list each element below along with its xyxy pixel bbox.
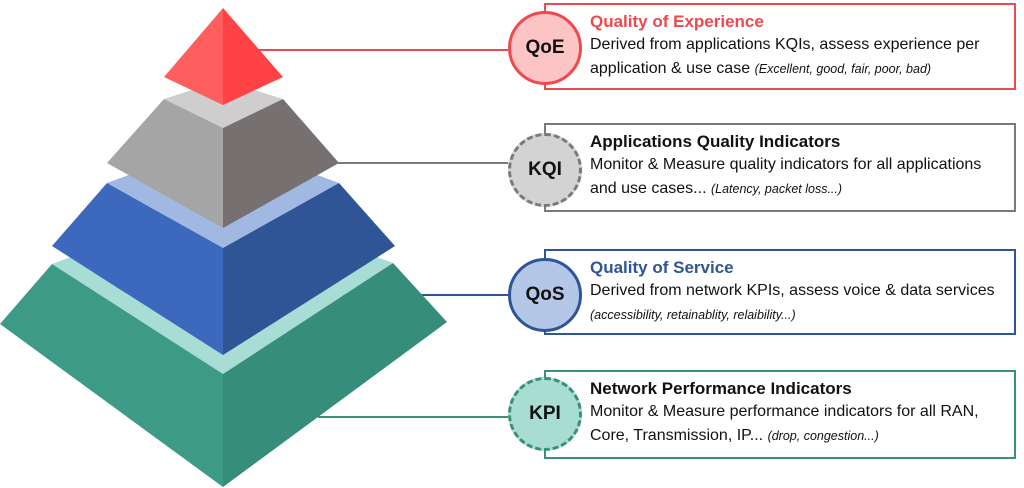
layer-title: Quality of Service <box>590 258 734 277</box>
tier-kqi-right <box>223 99 339 228</box>
tier-kpi-left <box>0 264 223 487</box>
layer-examples: (accessibility, retainablity, relaibilit… <box>590 308 796 322</box>
tier-kpi-right <box>223 263 447 487</box>
layer-examples: (drop, congestion...) <box>767 429 879 443</box>
tier-qoe-left <box>164 8 223 105</box>
badge-kqi: KQI <box>508 133 582 207</box>
badge-kpi: KPI <box>508 377 582 451</box>
tier-qos-right <box>223 183 395 355</box>
layer-card-qos: Quality of Service Derived from network … <box>544 249 1016 335</box>
layer-card-kqi: Applications Quality Indicators Monitor … <box>544 123 1016 212</box>
badge-qos: QoS <box>508 258 582 332</box>
badge-qoe: QoE <box>508 11 582 85</box>
tier-qos-left <box>52 183 223 355</box>
layer-card-qoe: Quality of Experience Derived from appli… <box>544 3 1016 90</box>
layer-title: Network Performance Indicators <box>590 379 852 398</box>
layer-description: Derived from applications KQIs, assess e… <box>590 36 980 77</box>
tier-kqi-left <box>107 99 223 228</box>
layer-examples: (Excellent, good, fair, poor, bad) <box>754 62 932 76</box>
pyramid-tier-kqi <box>107 80 339 228</box>
layer-description: Monitor & Measure quality indicators for… <box>590 156 982 197</box>
tier-qoe-right <box>223 8 283 105</box>
layer-examples: (Latency, packet loss...) <box>710 182 843 196</box>
layer-card-kpi: Network Performance Indicators Monitor &… <box>544 370 1016 459</box>
layer-description: Derived from network KPIs, assess voice … <box>590 282 995 322</box>
pyramid-tier-qoe <box>164 8 283 105</box>
layer-title: Quality of Experience <box>590 12 764 31</box>
layer-title: Applications Quality Indicators <box>590 132 841 151</box>
layer-description: Monitor & Measure performance indicators… <box>590 403 979 444</box>
